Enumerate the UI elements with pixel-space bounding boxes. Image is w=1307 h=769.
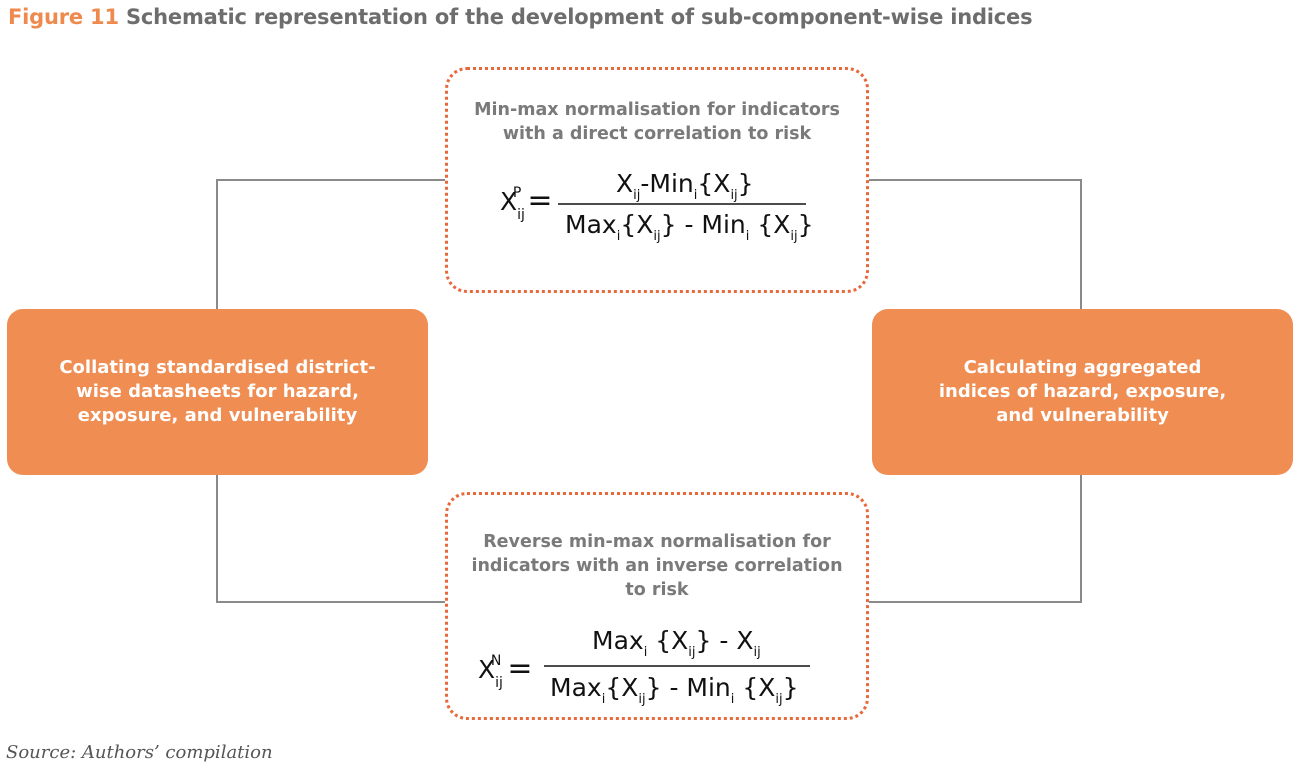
collate-datasheets-box: Collating standardised district-wise dat… — [7, 309, 428, 475]
collate-datasheets-text: Collating standardised district-wise dat… — [59, 357, 376, 426]
reverse-minmax-formula: XijN= Maxi {Xij} - Xij Maxi{Xij} - Mini … — [478, 626, 810, 707]
aggregate-indices-text: Calculating aggregated indices of hazard… — [938, 357, 1227, 426]
reverse-minmax-box: Reverse min-max normalisation for indica… — [445, 492, 869, 720]
source-note: Source: Authors’ compilation — [6, 742, 273, 763]
connector-left-top — [216, 179, 445, 309]
figure-title-text: Schematic representation of the developm… — [126, 5, 1033, 29]
connector-right-bottom — [869, 475, 1082, 603]
figure-label: Figure 11 — [8, 5, 119, 29]
svg-text:XijN=: XijN= — [478, 651, 533, 691]
connector-right-top — [869, 179, 1082, 309]
reverse-heading-line3: to risk — [625, 580, 689, 600]
aggregate-indices-box: Calculating aggregated indices of hazard… — [872, 309, 1293, 475]
minmax-heading-line1: Min-max normalisation for indicators — [474, 100, 840, 120]
minmax-normalisation-box: Min-max normalisation for indicators wit… — [445, 67, 869, 293]
minmax-heading: Min-max normalisation for indicators wit… — [448, 98, 866, 146]
svg-text:Maxi{Xij} - Mini {Xij}: Maxi{Xij} - Mini {Xij} — [565, 210, 814, 244]
reverse-minmax-heading: Reverse min-max normalisation for indica… — [448, 530, 866, 602]
reverse-heading-line2: indicators with an inverse correlation — [471, 556, 843, 576]
minmax-formula: XijP= Xij-Mini{Xij} Maxi{Xij} - Mini {Xi… — [500, 169, 814, 244]
minmax-heading-line2: with a direct correlation to risk — [502, 124, 812, 144]
svg-text:Xij-Mini{Xij}: Xij-Mini{Xij} — [616, 169, 754, 203]
connector-left-bottom — [216, 475, 445, 603]
svg-text:Maxi{Xij} - Mini {Xij}: Maxi{Xij} - Mini {Xij} — [550, 673, 799, 707]
reverse-heading-line1: Reverse min-max normalisation for — [483, 532, 831, 552]
svg-text:Maxi {Xij} - Xij: Maxi {Xij} - Xij — [592, 626, 761, 660]
figure-title: Figure 11 Schematic representation of th… — [8, 5, 1033, 29]
svg-text:XijP=: XijP= — [500, 183, 553, 223]
